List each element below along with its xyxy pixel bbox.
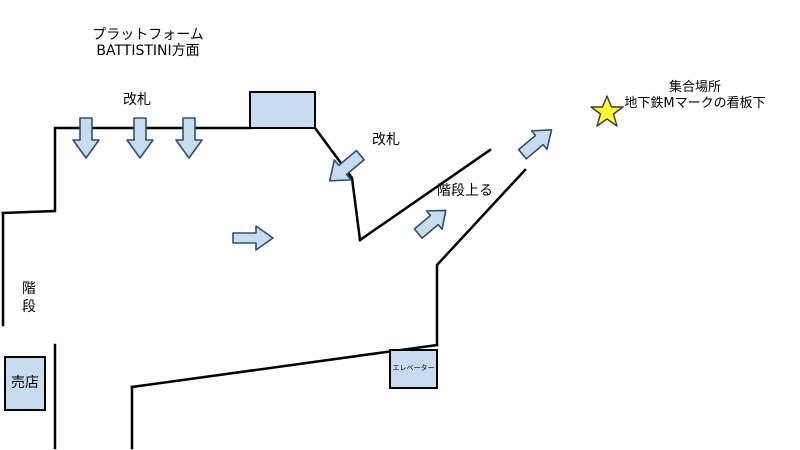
shop-label: 売店	[11, 375, 39, 391]
meeting-point-label: 集合場所 地下鉄Mマークの看板下	[620, 80, 770, 112]
stairs-left-line1: 階	[22, 281, 36, 297]
stairs-up-label: 階段上る	[437, 183, 493, 199]
wall-stairs-upper	[358, 148, 492, 242]
wall-bottom	[130, 343, 439, 389]
shop-box	[4, 356, 46, 411]
arrow-icon	[72, 117, 100, 159]
arrow-icon	[328, 149, 365, 182]
meeting-point-line2: 地下鉄Mマークの看板下	[624, 96, 766, 111]
arrow-icon	[126, 117, 154, 159]
arrow-icon	[517, 128, 553, 160]
elevator-label: エレベーター	[392, 364, 435, 372]
wall-stairs-lower	[435, 168, 527, 347]
wall-center	[313, 126, 362, 242]
platform-label-line2: BATTISTINI方面	[96, 43, 200, 59]
platform-block	[249, 91, 316, 129]
arrow-icon	[175, 117, 203, 159]
gate-label-left: 改札	[123, 92, 151, 108]
star-icon	[590, 95, 624, 127]
stairs-left-label: 階 段	[22, 280, 36, 316]
wall-left-upper	[1, 126, 252, 215]
arrow-icon	[413, 209, 447, 239]
arrow-icon	[232, 225, 274, 251]
gate-label-right: 改札	[372, 132, 400, 148]
elevator-box	[389, 349, 438, 389]
platform-label-line1: プラットフォーム	[92, 27, 204, 43]
meeting-point-line1: 集合場所	[668, 80, 721, 95]
stairs-left-line2: 段	[22, 299, 36, 315]
platform-label: プラットフォーム BATTISTINI方面	[88, 27, 208, 59]
